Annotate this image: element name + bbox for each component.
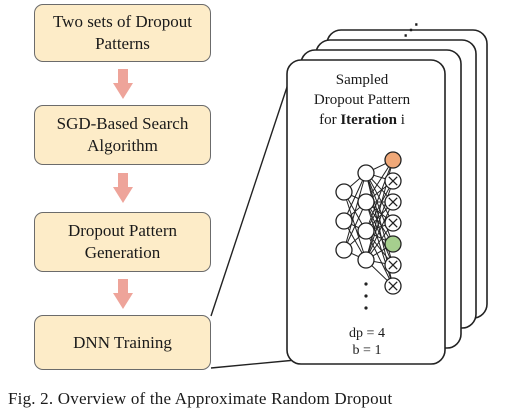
neuron-ellipsis-dot — [364, 306, 368, 310]
nn-edge — [343, 172, 367, 251]
card-params: dp = 4 b = 1 — [292, 325, 442, 359]
arrow-down-icon — [113, 279, 133, 309]
dropout-cross-mark — [388, 197, 398, 207]
dropout-cross-mark — [388, 176, 398, 186]
card-title-line3: for Iteration i — [292, 110, 432, 130]
hidden-neuron — [357, 222, 375, 240]
input-neuron — [335, 241, 353, 259]
zoom-line-top — [210, 83, 289, 317]
neuron-ellipsis-dot — [364, 282, 368, 286]
output-neuron-active — [384, 151, 402, 169]
nn-edge — [365, 201, 394, 261]
stack-ellipsis: ⋰ — [403, 22, 419, 39]
figure-caption: Fig. 2. Overview of the Approximate Rand… — [8, 389, 393, 408]
zoom-line-bottom — [210, 359, 297, 369]
arrow-down-icon — [113, 69, 133, 99]
step-dnn-training: DNN Training — [34, 315, 211, 370]
output-neuron-active — [384, 235, 402, 253]
card-title-line2: Dropout Pattern — [313, 92, 411, 108]
card-title: Sampled Dropout Pattern for Iteration i — [292, 70, 432, 130]
dropout-cross-mark — [388, 218, 398, 228]
dropout-cross-mark — [388, 260, 398, 270]
nn-edge — [365, 180, 394, 261]
neural-network — [335, 151, 402, 310]
input-neuron — [335, 183, 353, 201]
nn-edge — [365, 230, 394, 287]
hidden-neuron — [357, 251, 375, 269]
sampled-pattern-card — [286, 59, 446, 365]
card-title-line1: Sampled — [335, 72, 389, 88]
card-title-prefix: for — [319, 112, 341, 128]
nn-edge — [343, 201, 367, 251]
hidden-neuron — [357, 164, 375, 182]
card-title-suffix: i — [396, 112, 405, 128]
nn-edge — [365, 172, 394, 224]
neuron-ellipsis-dot — [364, 294, 368, 298]
card-title-bold: Iteration — [340, 112, 397, 128]
nn-edge — [365, 159, 394, 232]
input-neuron — [335, 212, 353, 230]
dp-value: dp = 4 — [349, 326, 385, 341]
b-value: b = 1 — [352, 343, 382, 358]
nn-edge — [365, 180, 394, 232]
hidden-neuron — [357, 193, 375, 211]
arrow-down-icon — [113, 173, 133, 203]
nn-edge — [343, 172, 367, 222]
step-sgd-search: SGD-Based Search Algorithm — [34, 105, 211, 165]
step-pattern-generation: Dropout Pattern Generation — [34, 212, 211, 272]
dropout-cross-mark — [388, 281, 398, 291]
step-dropout-patterns: Two sets of Dropout Patterns — [34, 4, 211, 62]
nn-edge — [365, 201, 394, 266]
